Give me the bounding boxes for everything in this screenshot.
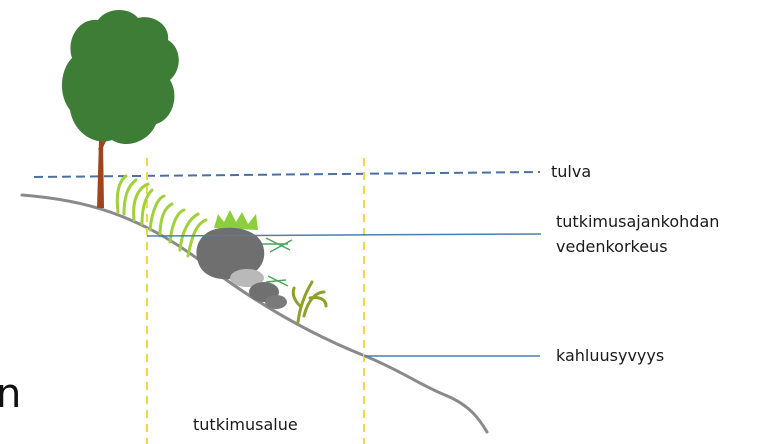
flood-label: tulva xyxy=(551,161,591,183)
shore-profile xyxy=(22,195,487,432)
moss-icon xyxy=(214,210,258,230)
flood-line xyxy=(34,172,540,177)
tree-icon xyxy=(62,10,179,208)
study-area-label: tutkimusalue xyxy=(193,414,298,436)
cropped-edge-glyph: n xyxy=(0,372,21,416)
water-level-label-line1: tutkimusajankohdan xyxy=(556,211,719,233)
reed-icon xyxy=(117,176,206,256)
stone-icon xyxy=(265,295,287,309)
fern-icon xyxy=(262,238,292,286)
aquatic-plant-icon xyxy=(293,282,326,322)
wading-depth-label: kahluusyvyys xyxy=(556,345,664,367)
water-level-label-line2: vedenkorkeus xyxy=(556,236,668,258)
